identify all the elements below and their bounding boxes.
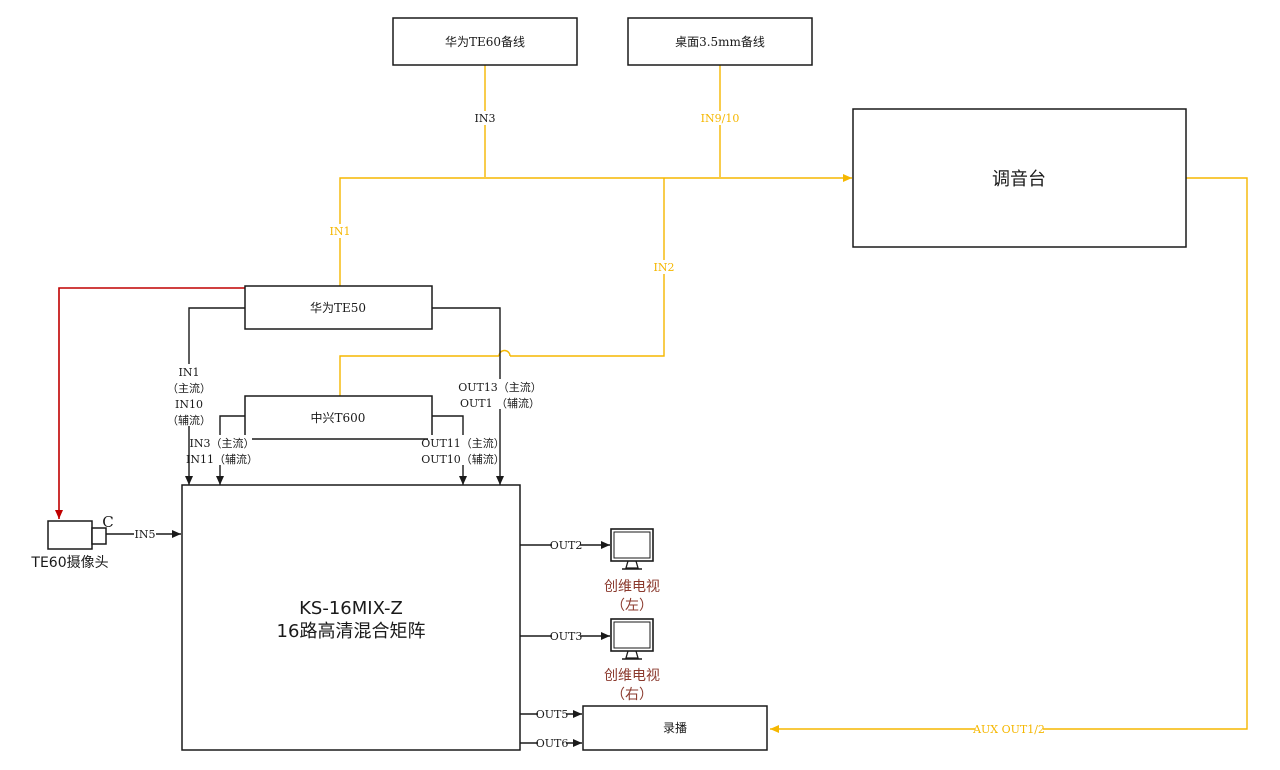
camera-label: TE60摄像头: [30, 555, 108, 571]
box-matrix-label-1: KS-16MIX-Z: [299, 598, 403, 619]
label-out6: OUT6: [536, 737, 569, 750]
box-matrix: KS-16MIX-Z 16路高清混合矩阵: [181, 484, 521, 751]
label-zte-in-2: IN11（辅流）: [186, 452, 258, 466]
port-labels: IN3 IN9/10 IN1 IN2 IN1 （主流） IN10 （辅流） OU…: [134, 111, 1045, 750]
label-in2-audio: IN2: [654, 261, 675, 274]
label-zte-in-1: IN3（主流）: [190, 436, 255, 450]
tv-right-label: 创维电视: [604, 668, 660, 684]
label-in9-10: IN9/10: [701, 112, 740, 125]
label-te50-in-4: （辅流）: [167, 413, 211, 427]
label-aux-out: AUX OUT1/2: [972, 723, 1045, 736]
box-mixer-label: 调音台: [992, 169, 1046, 190]
box-te50-label: 华为TE50: [310, 301, 366, 315]
camera-control-line: [55, 287, 245, 519]
box-matrix-label-2: 16路高清混合矩阵: [277, 621, 426, 642]
box-te60-cable-label: 华为TE60备线: [445, 35, 525, 49]
box-recorder-label: 录播: [663, 721, 687, 735]
label-te50-in-3: IN10: [175, 398, 203, 411]
label-te50-out-1: OUT13（主流）: [458, 380, 542, 394]
camera-icon: C: [47, 513, 114, 550]
tv-left-position: （左）: [611, 598, 653, 614]
box-te50: 华为TE50: [244, 285, 433, 330]
label-te50-in-2: （主流）: [167, 381, 211, 395]
box-desk-cable: 桌面3.5mm备线: [627, 17, 813, 66]
camera-letter: C: [102, 513, 113, 531]
label-zte-out-1: OUT11（主流）: [421, 436, 505, 450]
box-mixer: 调音台: [852, 108, 1187, 248]
box-zte: 中兴T600: [244, 395, 433, 440]
label-in5: IN5: [135, 528, 156, 541]
label-in1-audio: IN1: [330, 225, 351, 238]
label-out3: OUT3: [550, 630, 583, 643]
label-te50-in-1: IN1: [179, 366, 200, 379]
label-out5: OUT5: [536, 708, 569, 721]
label-zte-out-2: OUT10（辅流）: [421, 452, 505, 466]
tv-left-icon: [610, 528, 654, 570]
tv-left-label: 创维电视: [604, 579, 660, 595]
label-in3: IN3: [475, 112, 496, 125]
box-te60-cable: 华为TE60备线: [392, 17, 578, 66]
label-te50-out-2: OUT1 （辅流）: [460, 396, 540, 410]
label-out2: OUT2: [550, 539, 583, 552]
tv-right-icon: [610, 618, 654, 660]
box-recorder: 录播: [582, 705, 768, 751]
tv-right-position: （右）: [611, 687, 653, 703]
box-zte-label: 中兴T600: [311, 410, 366, 425]
box-desk-cable-label: 桌面3.5mm备线: [675, 35, 765, 49]
